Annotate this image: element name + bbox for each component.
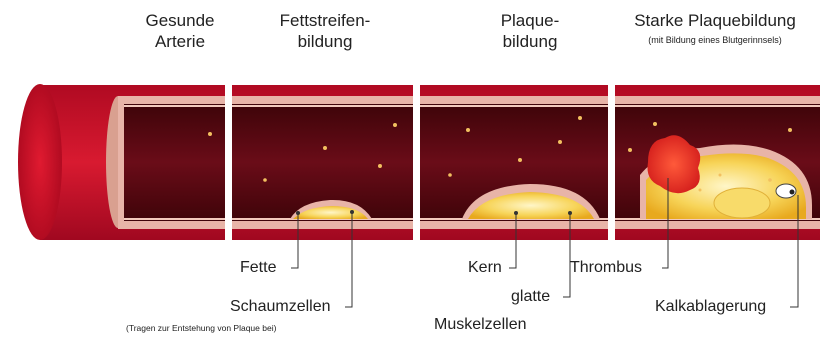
artery-end — [18, 84, 62, 240]
heavy-plaque-nucleus — [714, 188, 770, 218]
stage-subtitle: (mit Bildung eines Blutgerinnsels) — [615, 35, 815, 46]
stage-title-line2: bildung — [475, 31, 585, 52]
stage-title-line1: Starke Plaquebildung — [615, 10, 815, 31]
stage-title-line1: Gesunde — [135, 10, 225, 31]
stage-title-line1: Fettstreifen- — [265, 10, 385, 31]
stage-title-plaque: Plaque- bildung — [475, 10, 585, 52]
label-fette: Fette — [240, 258, 276, 277]
stage-title-line2: bildung — [265, 31, 385, 52]
label-thrombus: Thrombus — [570, 258, 642, 277]
label-schaumzellen: Schaumzellen — [230, 297, 331, 316]
stage-gap-1 — [225, 80, 232, 245]
stage-gap-2 — [413, 80, 420, 245]
stage-title-healthy: Gesunde Arterie — [135, 10, 225, 52]
stage-title-line2: Arterie — [135, 31, 225, 52]
label-schaumzellen-note: (Tragen zur Entstehung von Plaque bei) — [126, 323, 276, 333]
label-kern: Kern — [468, 258, 502, 277]
label-kalkablagerung: Kalkablagerung — [655, 297, 766, 316]
label-glatte: glatte — [511, 287, 550, 306]
stage-title-heavy-plaque: Starke Plaquebildung (mit Bildung eines … — [615, 10, 815, 46]
stage-title-line1: Plaque- — [475, 10, 585, 31]
stage-gap-3 — [608, 80, 615, 245]
stage-title-fatty-streak: Fettstreifen- bildung — [265, 10, 385, 52]
label-muskelzellen: Muskelzellen — [434, 315, 526, 334]
